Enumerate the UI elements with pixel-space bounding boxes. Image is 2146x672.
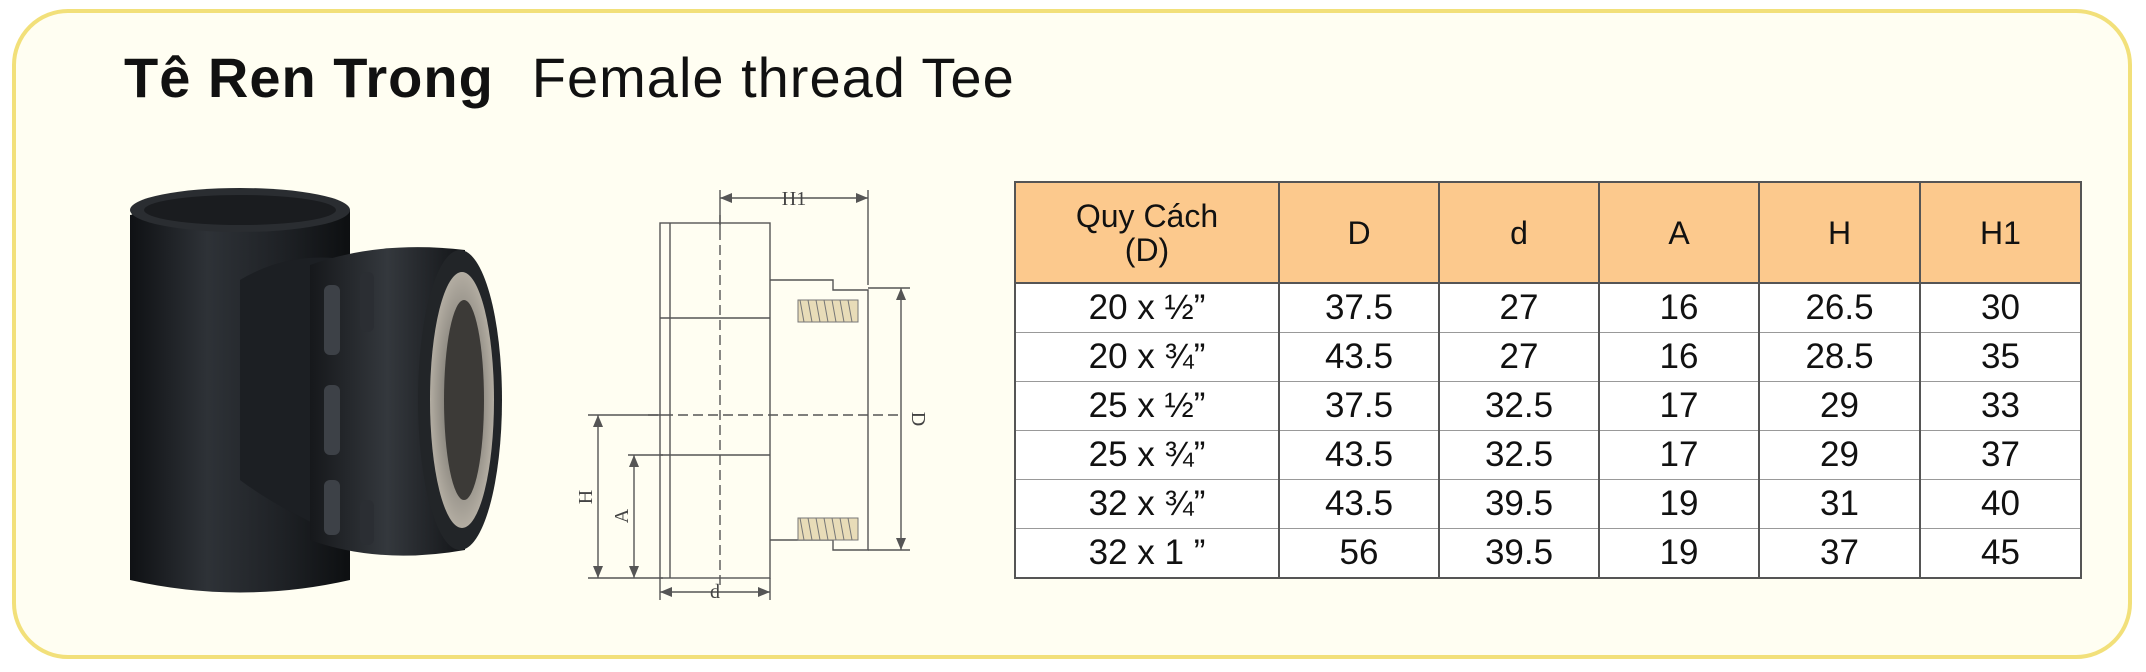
cell-H: 29 — [1758, 430, 1921, 480]
table-row: 25 x ¾” 43.5 32.5 17 29 37 — [1014, 430, 2082, 480]
cell-A: 19 — [1598, 479, 1760, 529]
cell-spec: 32 x 1 ” — [1014, 528, 1280, 579]
header-D: D — [1278, 181, 1440, 284]
table-header-row: Quy Cách (D) D d A H H1 — [1014, 181, 2082, 284]
cell-H: 28.5 — [1758, 332, 1921, 382]
header-H1: H1 — [1919, 181, 2082, 284]
table-row: 20 x ½” 37.5 27 16 26.5 30 — [1014, 282, 2082, 333]
header-A: A — [1598, 181, 1760, 284]
title-vietnamese: Tê Ren Trong — [124, 46, 494, 109]
table-row: 25 x ½” 37.5 32.5 17 29 33 — [1014, 381, 2082, 431]
cell-A: 16 — [1598, 332, 1760, 382]
cell-H1: 30 — [1919, 282, 2082, 333]
cell-A: 16 — [1598, 282, 1760, 333]
cell-H: 29 — [1758, 381, 1921, 431]
diagram-label-d-upper: D — [907, 412, 929, 426]
title-english: Female thread Tee — [531, 46, 1015, 109]
cell-d: 32.5 — [1438, 430, 1600, 480]
page-title: Tê Ren Trong Female thread Tee — [124, 42, 1015, 114]
cell-spec: 20 x ½” — [1014, 282, 1280, 333]
header-d: d — [1438, 181, 1600, 284]
cell-spec: 32 x ¾” — [1014, 479, 1280, 529]
cell-D: 43.5 — [1278, 479, 1440, 529]
table-row: 20 x ¾” 43.5 27 16 28.5 35 — [1014, 332, 2082, 382]
cell-H1: 33 — [1919, 381, 2082, 431]
cell-A: 19 — [1598, 528, 1760, 579]
cell-d: 39.5 — [1438, 479, 1600, 529]
cell-H: 31 — [1758, 479, 1921, 529]
tee-dimension-diagram-icon: H1 D H A d — [575, 188, 929, 603]
cell-H: 26.5 — [1758, 282, 1921, 333]
diagram-label-a: A — [611, 508, 633, 523]
cell-H1: 37 — [1919, 430, 2082, 480]
cell-A: 17 — [1598, 430, 1760, 480]
cell-d: 27 — [1438, 332, 1600, 382]
header-H: H — [1758, 181, 1921, 284]
diagram-label-h1: H1 — [782, 188, 806, 210]
header-spec-line2: (D) — [1124, 231, 1170, 268]
cell-D: 43.5 — [1278, 332, 1440, 382]
table-row: 32 x ¾” 43.5 39.5 19 31 40 — [1014, 479, 2082, 529]
cell-H1: 40 — [1919, 479, 2082, 529]
cell-A: 17 — [1598, 381, 1760, 431]
cell-d: 32.5 — [1438, 381, 1600, 431]
cell-D: 56 — [1278, 528, 1440, 579]
table-row: 32 x 1 ” 56 39.5 19 37 45 — [1014, 528, 2082, 579]
diagram-label-d-lower: d — [710, 581, 720, 603]
diagram-label-h: H — [575, 490, 597, 504]
cell-H1: 35 — [1919, 332, 2082, 382]
cell-D: 37.5 — [1278, 381, 1440, 431]
cell-spec: 25 x ½” — [1014, 381, 1280, 431]
cell-spec: 25 x ¾” — [1014, 430, 1280, 480]
cell-H1: 45 — [1919, 528, 2082, 579]
cell-D: 43.5 — [1278, 430, 1440, 480]
cell-d: 39.5 — [1438, 528, 1600, 579]
cell-spec: 20 x ¾” — [1014, 332, 1280, 382]
spec-table: Quy Cách (D) D d A H H1 20 x ½” 37.5 27 … — [1014, 181, 2082, 579]
cell-H: 37 — [1758, 528, 1921, 579]
cell-d: 27 — [1438, 282, 1600, 333]
cell-D: 37.5 — [1278, 282, 1440, 333]
pipe-tee-photo-icon — [130, 188, 502, 593]
header-spec-line1: Quy Cách — [1075, 197, 1219, 234]
header-spec: Quy Cách (D) — [1014, 181, 1280, 284]
